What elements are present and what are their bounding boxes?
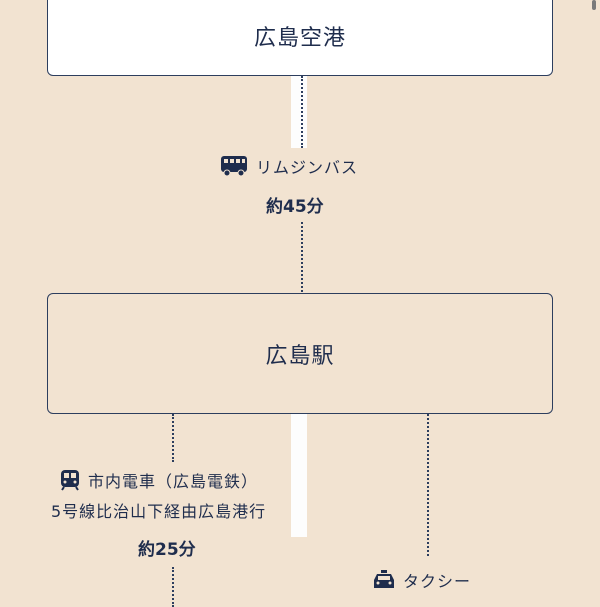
route-line [301, 76, 303, 148]
connector-highlight [291, 414, 307, 537]
station-airport[interactable]: 広島空港 [47, 0, 553, 76]
station-name: 広島駅 [265, 343, 335, 369]
route-taxi-label: タクシー [373, 568, 471, 592]
route-tram-label: 市内電車（広島電鉄） [60, 468, 258, 492]
bus-icon [220, 155, 248, 177]
route-line [301, 222, 303, 292]
station-hiroshima[interactable]: 広島駅 [47, 293, 553, 414]
connector-highlight [291, 76, 307, 148]
route-tram-sublabel: 5号線比治山下経由広島港行 [51, 502, 267, 521]
route-bus-time: 約45分 [266, 197, 324, 217]
tram-icon [60, 469, 80, 491]
route-tram-time: 約25分 [138, 540, 196, 560]
taxi-icon [373, 570, 395, 590]
scrollbar[interactable] [592, 0, 596, 10]
route-line [427, 414, 429, 556]
station-name: 広島空港 [253, 26, 346, 51]
route-line [172, 414, 174, 462]
route-line [172, 567, 174, 607]
route-bus-label: リムジンバス [220, 154, 358, 178]
